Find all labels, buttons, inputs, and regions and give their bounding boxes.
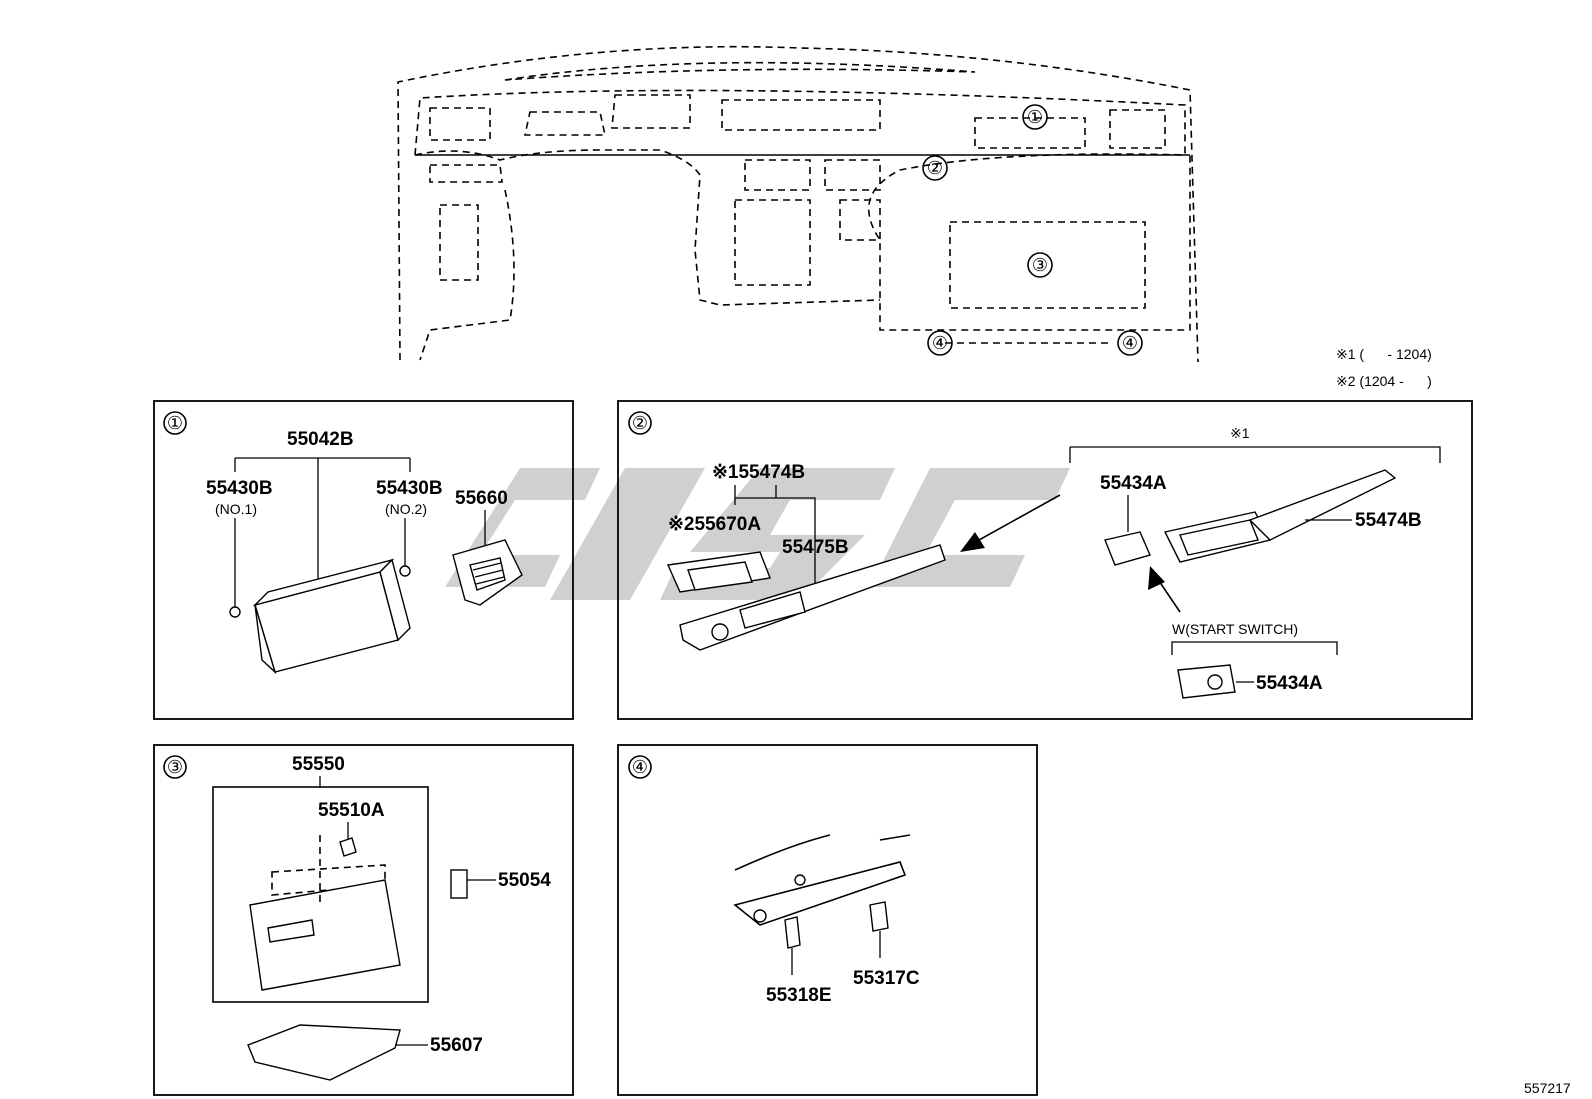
glovebox-door — [249, 835, 401, 991]
label-55607: 55607 — [430, 1035, 483, 1056]
panel-2: ② ※1 ※155474B ※255670A 55475B 55434A 554… — [617, 400, 1473, 720]
label-55670A: ※255670A — [668, 514, 761, 535]
dashboard-overview: ① ② ③ ④ ④ — [397, 45, 1199, 363]
legend-note-2: ※2 (1204 - ) — [1336, 373, 1432, 389]
panel-4: ④ 55318E 55317C — [617, 744, 1038, 1096]
label-no2: (NO.2) — [385, 501, 427, 517]
label-55510A: 55510A — [318, 800, 385, 821]
panel-4-number: ④ — [632, 757, 648, 777]
label-55474B-left: ※155474B — [712, 462, 805, 483]
panel-3-number: ③ — [167, 757, 183, 777]
center-vent-assembly — [666, 544, 946, 651]
panel-3: ③ 55550 55510A 55054 55607 — [153, 744, 574, 1096]
overview-marker-4a: ④ — [932, 333, 948, 353]
switch-bezel — [1104, 531, 1151, 566]
lower-dash-section — [733, 834, 911, 926]
clip-55318E — [784, 916, 801, 949]
label-note-1: ※1 — [1230, 425, 1250, 441]
glovebox-group-box — [212, 786, 429, 1003]
label-55475B: 55475B — [782, 537, 849, 558]
label-no1: (NO.1) — [215, 501, 257, 517]
panel-2-number: ② — [632, 413, 648, 433]
clip-55317C — [869, 901, 889, 932]
label-start-switch: W(START SWITCH) — [1172, 621, 1298, 637]
legend-note-1: ※1 ( - 1204) — [1336, 346, 1432, 362]
arrow-head-2 — [1148, 566, 1165, 590]
arrow-head-1 — [960, 532, 985, 552]
clip-no1 — [229, 606, 241, 618]
label-55660: 55660 — [455, 488, 508, 509]
label-55317C: 55317C — [853, 968, 920, 989]
panel-1-number: ① — [167, 413, 183, 433]
glovebox-latch — [339, 837, 357, 857]
airbag-assembly — [252, 558, 411, 675]
overview-marker-2: ② — [927, 158, 943, 178]
overview-marker-3: ③ — [1032, 255, 1048, 275]
label-55474B-right: 55474B — [1355, 510, 1422, 531]
label-55550: 55550 — [292, 754, 345, 775]
figure-id: 557217 — [1524, 1080, 1571, 1096]
side-vent — [452, 539, 523, 606]
panel-1: ① 55042B 55430B (NO.1) 55430B (NO.2) 556… — [153, 400, 574, 720]
overview-marker-4b: ④ — [1122, 333, 1138, 353]
arrow-shaft-1 — [969, 494, 1061, 546]
label-55042B: 55042B — [287, 429, 354, 450]
start-switch-bezel — [1177, 664, 1236, 699]
clip-no2 — [399, 565, 411, 577]
label-55318E: 55318E — [766, 985, 832, 1006]
label-55430B-no1: 55430B — [206, 478, 273, 499]
right-vent-assembly — [1163, 469, 1397, 563]
label-55434A-bottom: 55434A — [1256, 673, 1323, 694]
overview-marker-1: ① — [1027, 107, 1043, 127]
lower-cover-panel — [247, 1024, 428, 1081]
damper-part — [450, 869, 496, 899]
label-55430B-no2: 55430B — [376, 478, 443, 499]
label-55434A-top: 55434A — [1100, 473, 1167, 494]
label-55054: 55054 — [498, 870, 551, 891]
